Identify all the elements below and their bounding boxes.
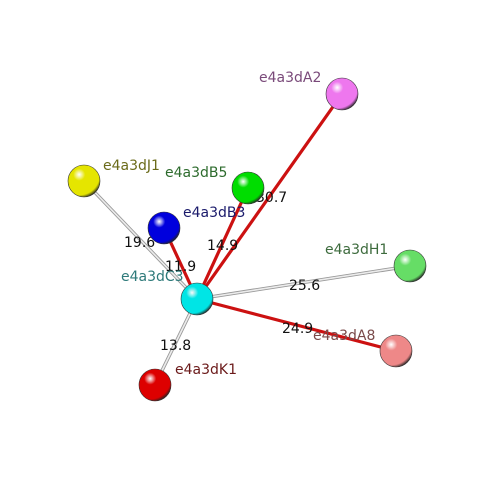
edge-label-K1: 13.8 (160, 338, 191, 354)
node-C3[interactable] (180, 282, 214, 316)
edge-label-A8: 24.9 (282, 321, 313, 337)
node-K1[interactable] (138, 368, 172, 402)
edge-C3-A2 (195, 92, 344, 301)
node-label-J1: e4a3dJ1 (103, 158, 160, 174)
node-H1[interactable] (393, 249, 427, 283)
edge-C3-H1 (195, 264, 412, 301)
node-A8[interactable] (379, 334, 413, 368)
edge-label-A2: 30.7 (256, 190, 287, 206)
node-label-C3: e4a3dC3 (121, 269, 184, 285)
nodes-layer (67, 77, 427, 402)
edge-label-J1: 19.6 (124, 235, 155, 251)
node-B3[interactable] (147, 211, 181, 245)
edge-label-B3: 11.9 (165, 259, 196, 275)
edges-layer (82, 92, 412, 387)
node-label-K1: e4a3dK1 (175, 362, 237, 378)
node-labels-layer: e4a3dC3 e4a3dA2 e4a3dJ1 e4a3dB5 e4a3dB3 e4a3d… (103, 70, 388, 378)
node-label-B3: e4a3dB3 (183, 205, 245, 221)
node-A2[interactable] (325, 77, 359, 111)
node-label-A2: e4a3dA2 (259, 70, 321, 86)
edge-C3-B5 (195, 186, 250, 301)
edge-labels-layer: 30.7 19.6 14.9 11.9 25.6 24.9 13.8 (124, 190, 320, 354)
edge-C3-A8 (195, 297, 398, 353)
node-label-A8: e4a3dA8 (313, 328, 375, 344)
node-label-B5: e4a3dB5 (165, 165, 227, 181)
node-B5[interactable] (231, 171, 265, 205)
edge-label-B5: 14.9 (207, 238, 238, 254)
edge-C3-J1 (82, 179, 199, 301)
node-label-H1: e4a3dH1 (325, 242, 388, 258)
edge-label-H1: 25.6 (289, 278, 320, 294)
node-J1[interactable] (67, 164, 101, 198)
